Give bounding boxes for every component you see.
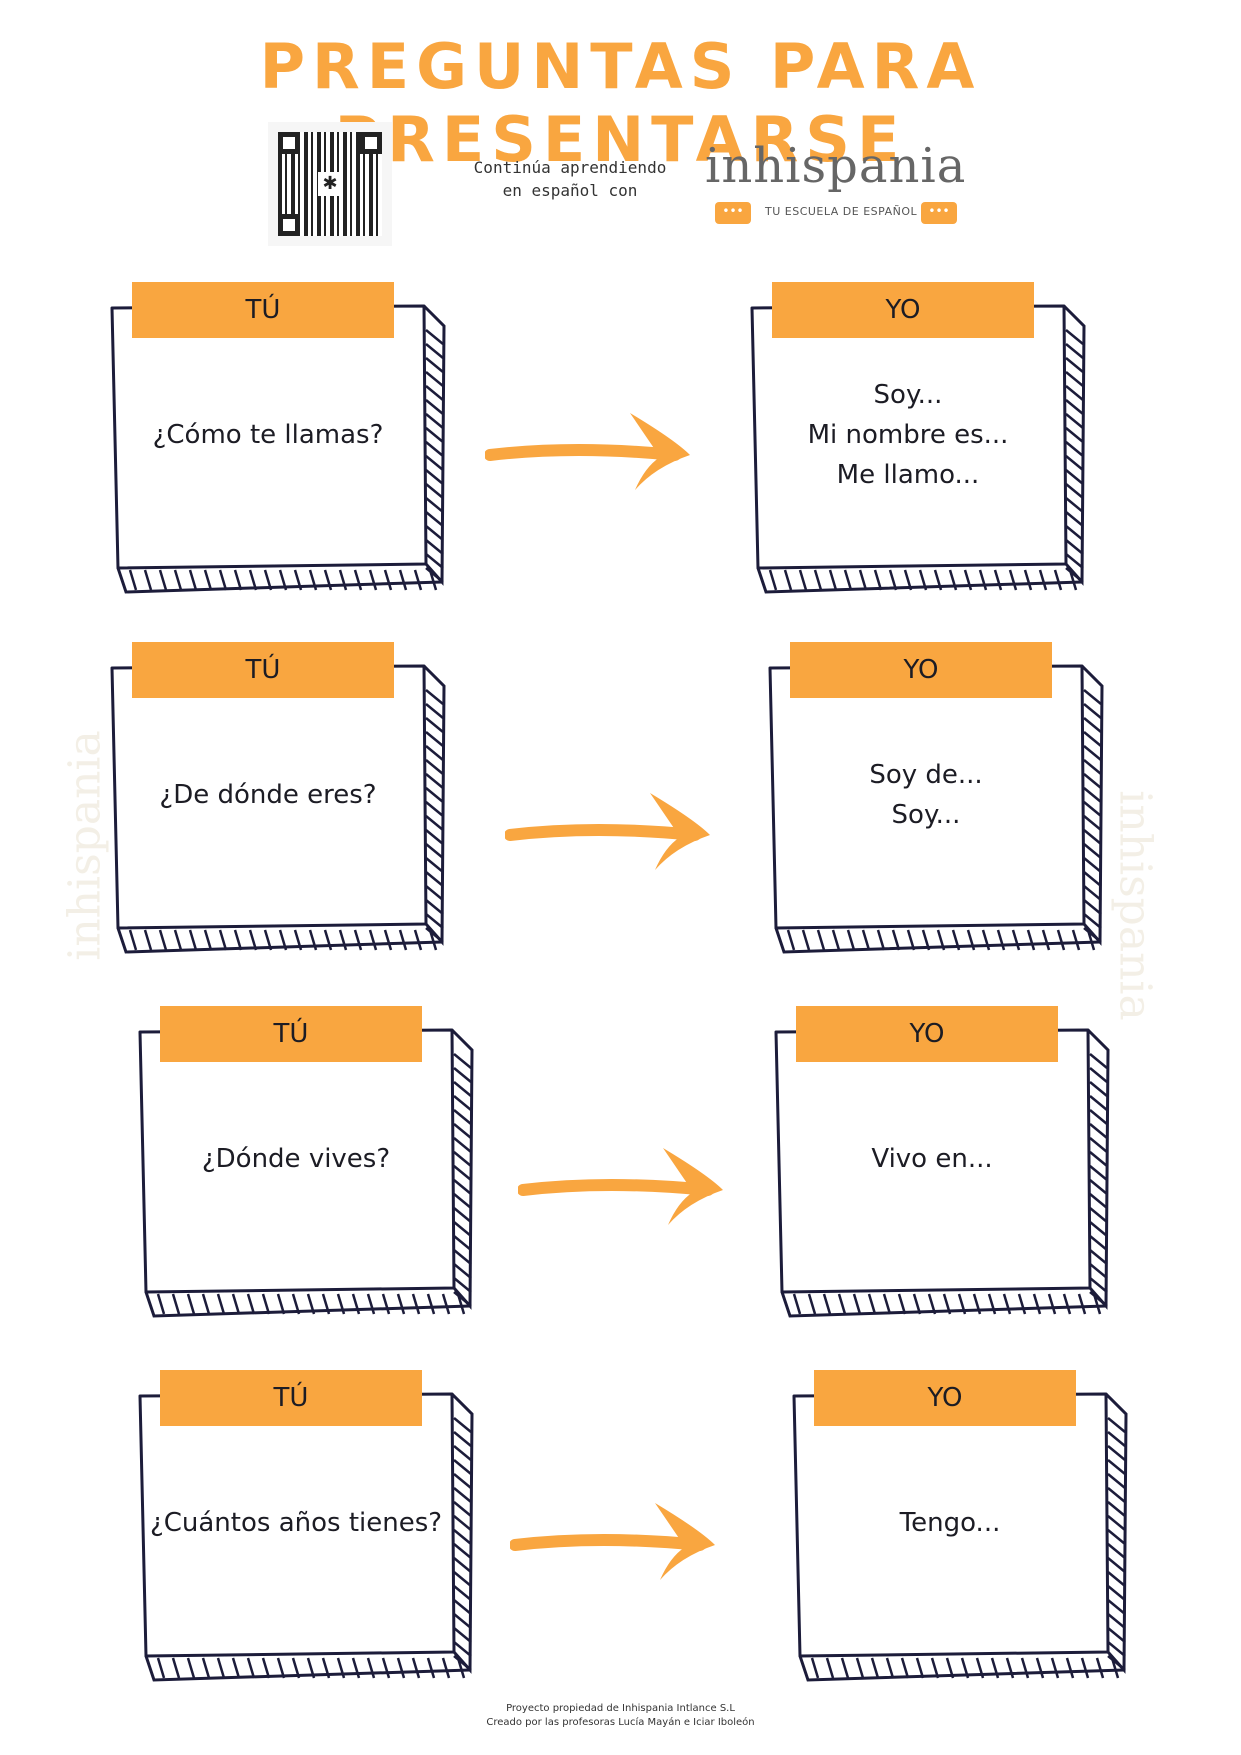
- footer: Proyecto propiedad de Inhispania Intlanc…: [0, 1702, 1241, 1730]
- tu-label: TÚ: [160, 1006, 422, 1062]
- promo-text: Continúa aprendiendo en español con: [470, 156, 670, 202]
- answer-card-4: YO Tengo...: [790, 1370, 1128, 1682]
- footer-line-2: Creado por las profesoras Lucía Mayán e …: [486, 1717, 755, 1728]
- answer-line: Soy...: [873, 380, 943, 410]
- yo-label: YO: [814, 1370, 1076, 1426]
- answer-text: Tengo...: [798, 1503, 1102, 1543]
- yo-label: YO: [796, 1006, 1058, 1062]
- question-text: ¿Cómo te llamas?: [152, 420, 384, 450]
- question-card-3: TÚ ¿Dónde vives?: [136, 1006, 474, 1318]
- question-card-4: TÚ ¿Cuántos años tienes?: [136, 1370, 474, 1682]
- logo-tagline: TU ESCUELA DE ESPAÑOL: [765, 205, 918, 218]
- arrow-right-icon: [505, 793, 710, 870]
- answer-text: Soy de... Soy...: [774, 755, 1078, 835]
- page-title: PREGUNTAS PARA PRESENTARSE: [259, 30, 982, 176]
- tu-label: TÚ: [132, 282, 394, 338]
- answer-text: Soy... Mi nombre es... Me llamo...: [756, 375, 1060, 495]
- answer-card-2: YO Soy de... Soy...: [766, 642, 1104, 954]
- tu-label: TÚ: [160, 1370, 422, 1426]
- answer-line: Vivo en...: [871, 1144, 993, 1174]
- header: ✱ Continúa aprendiendo en español con in…: [0, 128, 1241, 248]
- chat-bubble-icon: •••: [715, 202, 751, 224]
- footer-line-1: Proyecto propiedad de Inhispania Intlanc…: [506, 1703, 735, 1714]
- logo-wordmark: inhispania: [705, 138, 967, 194]
- question-text: ¿De dónde eres?: [159, 780, 377, 810]
- question-text: ¿Cuántos años tienes?: [149, 1508, 443, 1538]
- card-frame: [750, 304, 1086, 594]
- question-card-1: TÚ ¿Cómo te llamas?: [108, 282, 446, 594]
- answer-text: Vivo en...: [780, 1139, 1084, 1179]
- watermark-logo: inhispania: [1109, 790, 1161, 1021]
- promo-line-1: Continúa aprendiendo: [473, 158, 667, 177]
- arrow-right-icon: [518, 1148, 723, 1225]
- answer-line: Mi nombre es...: [807, 420, 1009, 450]
- arrow-right-icon: [510, 1503, 715, 1580]
- answer-line: Me llamo...: [836, 460, 980, 490]
- answer-line: Soy de...: [869, 760, 983, 790]
- card-frame: [110, 664, 446, 954]
- chat-bubble-icon: •••: [921, 202, 957, 224]
- arrow-right-icon: [485, 413, 690, 490]
- card-frame: [768, 664, 1104, 954]
- yo-label: YO: [790, 642, 1052, 698]
- answer-card-1: YO Soy... Mi nombre es... Me llamo...: [748, 282, 1086, 594]
- question-text: ¿Dónde vives?: [201, 1144, 391, 1174]
- brand-logo: inhispania ••• TU ESCUELA DE ESPAÑOL •••: [705, 138, 965, 238]
- card-frame: [138, 1028, 474, 1318]
- question-card-2: TÚ ¿De dónde eres?: [108, 642, 446, 954]
- watermark-logo: inhispania: [59, 730, 111, 961]
- tu-label: TÚ: [132, 642, 394, 698]
- answer-line: Tengo...: [899, 1508, 1001, 1538]
- card-frame: [110, 304, 446, 594]
- card-frame: [774, 1028, 1110, 1318]
- answer-card-3: YO Vivo en...: [772, 1006, 1110, 1318]
- answer-line: Soy...: [891, 800, 961, 830]
- qr-code-icon: ✱: [278, 132, 382, 236]
- yo-label: YO: [772, 282, 1034, 338]
- promo-line-2: en español con: [502, 181, 638, 200]
